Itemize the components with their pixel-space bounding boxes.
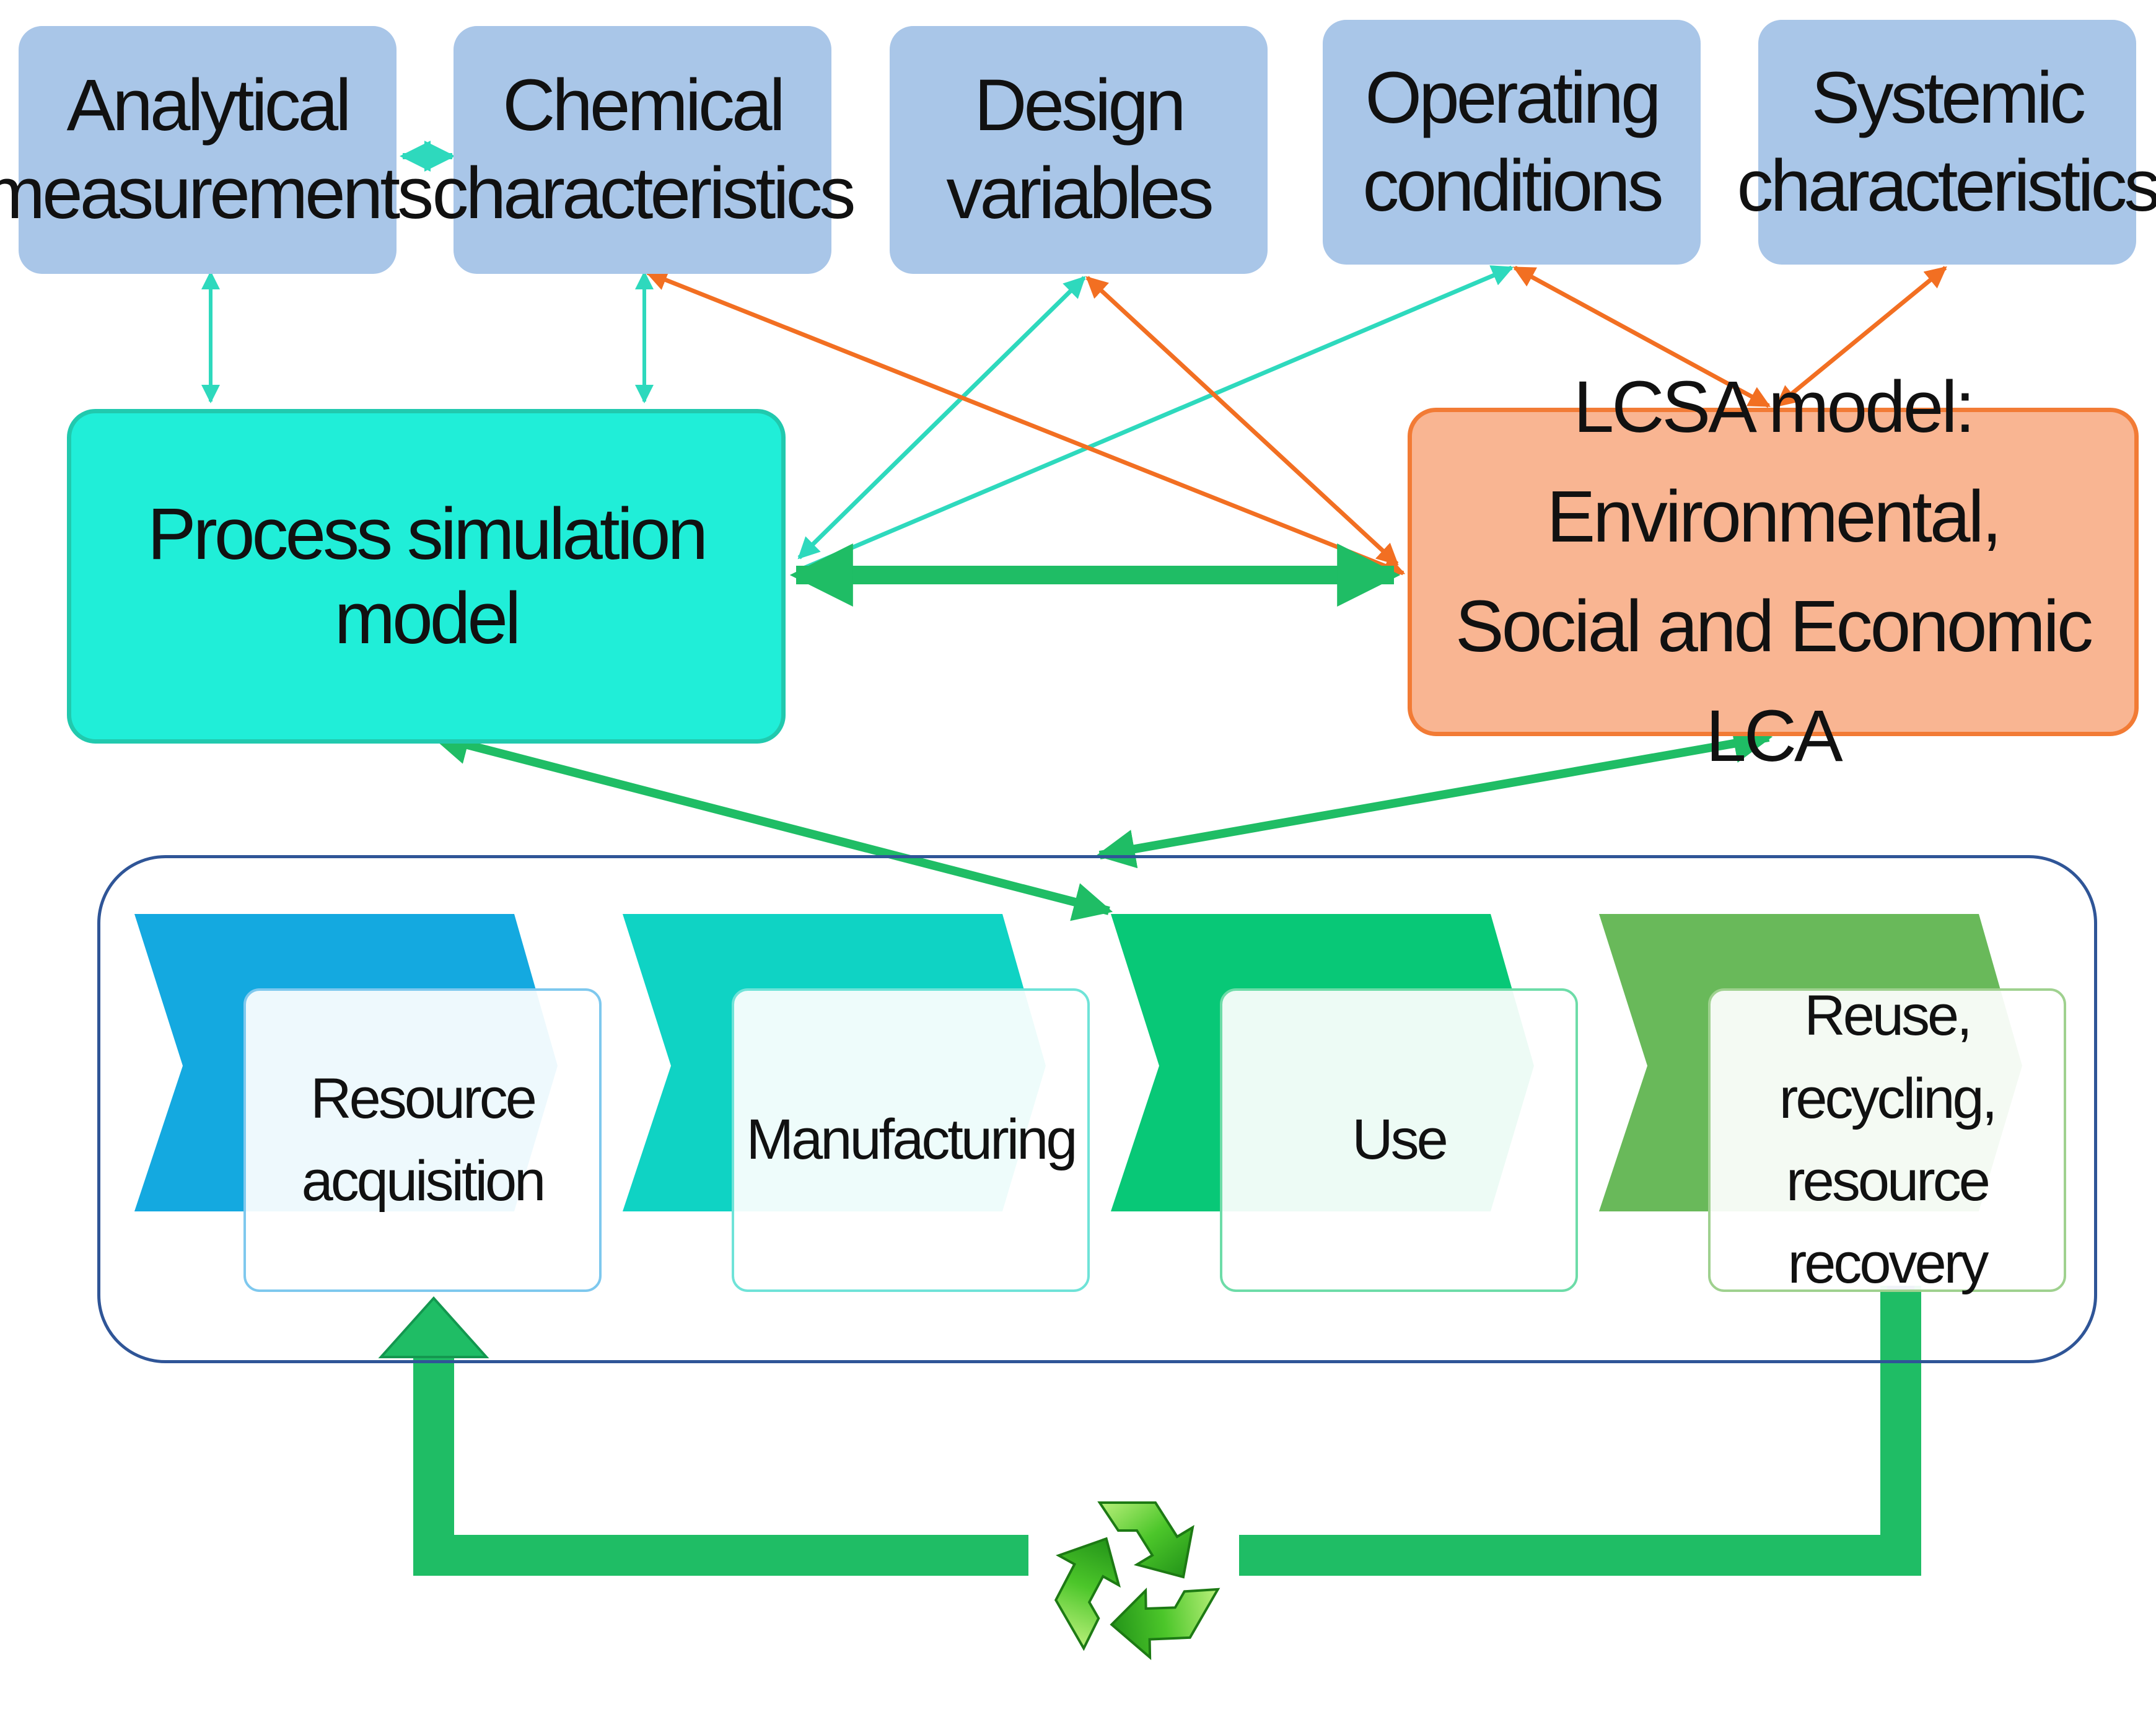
stage-4-line-1: Reuse, recycling, bbox=[1779, 984, 1998, 1130]
stage-reuse-recycling: Reuse, recycling, resource recovery bbox=[1708, 984, 2066, 1295]
chemical-line-2: characteristics bbox=[432, 152, 856, 234]
systemic-line-1: Systemic bbox=[1811, 56, 2087, 139]
systemic-line-2: characteristics bbox=[1737, 144, 2156, 227]
process-model-label: Process simulation model bbox=[147, 493, 708, 659]
chemical-line-1: Chemical bbox=[502, 64, 786, 147]
systemic-characteristics-box: Systemic characteristics bbox=[1737, 20, 2156, 265]
analytical-measurements-box: Analytical measurements bbox=[0, 26, 434, 274]
operating-line-2: conditions bbox=[1362, 144, 1663, 227]
stage-1-line-2: acquisition bbox=[301, 1149, 546, 1213]
arrow-process-lifecycle bbox=[429, 726, 1113, 921]
lcsa-model-box: LCSA model: Environmental, Social and Ec… bbox=[1408, 366, 2139, 777]
arrow-lcsa-systemic bbox=[1775, 266, 1947, 408]
recycle-loop-arrow bbox=[413, 1286, 1921, 1576]
analytical-line-2: measurements bbox=[0, 152, 434, 234]
analytical-line-1: Analytical bbox=[66, 64, 351, 147]
operating-conditions-box: Operating conditions bbox=[1323, 20, 1701, 265]
arrow-lcsa-lifecycle bbox=[1095, 724, 1773, 869]
stage-3-line-1: Use bbox=[1352, 1108, 1448, 1172]
arrow-lcsa-operating bbox=[1512, 265, 1771, 408]
stage-manufacturing: Manufacturing bbox=[732, 988, 1090, 1292]
stage-4-line-2: resource recovery bbox=[1786, 1149, 1991, 1296]
operating-line-1: Operating bbox=[1365, 56, 1661, 139]
stage-use: Use bbox=[1220, 988, 1578, 1292]
recycle-loop-arrowhead bbox=[378, 1296, 489, 1358]
process-simulation-model-box: Process simulation model bbox=[67, 409, 786, 744]
design-line-1: Design bbox=[974, 64, 1186, 147]
chemical-characteristics-box: Chemical characteristics bbox=[432, 26, 856, 274]
arrow-lcsa-design bbox=[1085, 276, 1399, 566]
stage-2-line-1: Manufacturing bbox=[746, 1108, 1078, 1172]
lifecycle-frame bbox=[97, 855, 2097, 1363]
design-variables-box: Design variables bbox=[890, 26, 1268, 274]
stage-resource-acquisition: Resource acquisition bbox=[243, 988, 602, 1292]
lcsa-line-2: Social and Economic LCA bbox=[1455, 586, 2093, 777]
stage-1-line-1: Resource bbox=[310, 1066, 537, 1130]
recycle-icon bbox=[1054, 1501, 1220, 1661]
design-line-2: variables bbox=[946, 152, 1214, 234]
lcsa-line-1: LCSA model: Environmental, bbox=[1546, 366, 2002, 558]
